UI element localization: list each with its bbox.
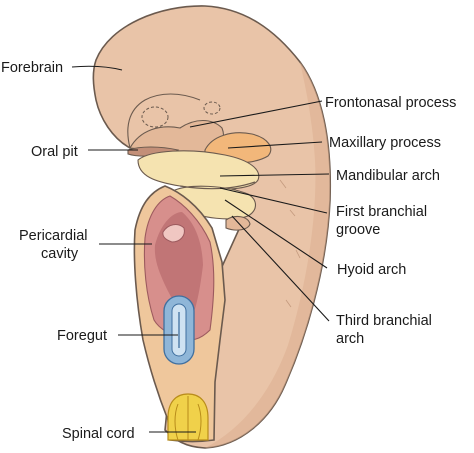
- leader-forebrain: [71, 65, 123, 71]
- label-third-arch-line1: Third branchial: [336, 313, 432, 329]
- label-forebrain: Forebrain: [1, 60, 63, 76]
- body-shading: [205, 62, 331, 448]
- label-pericardial-line2: cavity: [41, 246, 79, 262]
- embryo-illustration: [92, 5, 332, 449]
- skin-texture: [279, 179, 301, 308]
- label-hyoid: Hyoid arch: [337, 262, 406, 278]
- label-foregut: Foregut: [57, 328, 107, 344]
- label-oral-pit: Oral pit: [31, 144, 78, 160]
- label-pericardial-line1: Pericardial: [19, 228, 88, 244]
- leader-frontonasal: [189, 100, 323, 128]
- label-third-arch-line2: arch: [336, 331, 364, 347]
- mandibular-arch: [137, 150, 260, 190]
- label-first-groove-line1: First branchial: [336, 204, 427, 220]
- forebrain-contour: [127, 93, 201, 149]
- leader-first-groove: [219, 187, 328, 214]
- leader-maxillary: [227, 141, 323, 149]
- label-maxillary: Maxillary process: [329, 135, 441, 151]
- first-branchial-groove: [179, 181, 256, 190]
- leader-hyoid: [224, 199, 328, 269]
- label-spinal-cord: Spinal cord: [62, 426, 135, 442]
- leader-third-arch: [231, 215, 330, 322]
- nasal-placode-left: [141, 106, 169, 128]
- leader-lines: [71, 65, 330, 433]
- label-frontonasal: Frontonasal process: [325, 95, 456, 111]
- label-mandibular: Mandibular arch: [336, 168, 440, 184]
- label-first-groove-line2: groove: [336, 222, 380, 238]
- pericardial-fold: [162, 224, 185, 243]
- labels: Forebrain Frontonasal process Oral pit M…: [1, 60, 456, 442]
- nasal-placode-right: [203, 101, 221, 115]
- leader-mandibular: [219, 173, 330, 177]
- spinal-cord-center: [174, 396, 202, 441]
